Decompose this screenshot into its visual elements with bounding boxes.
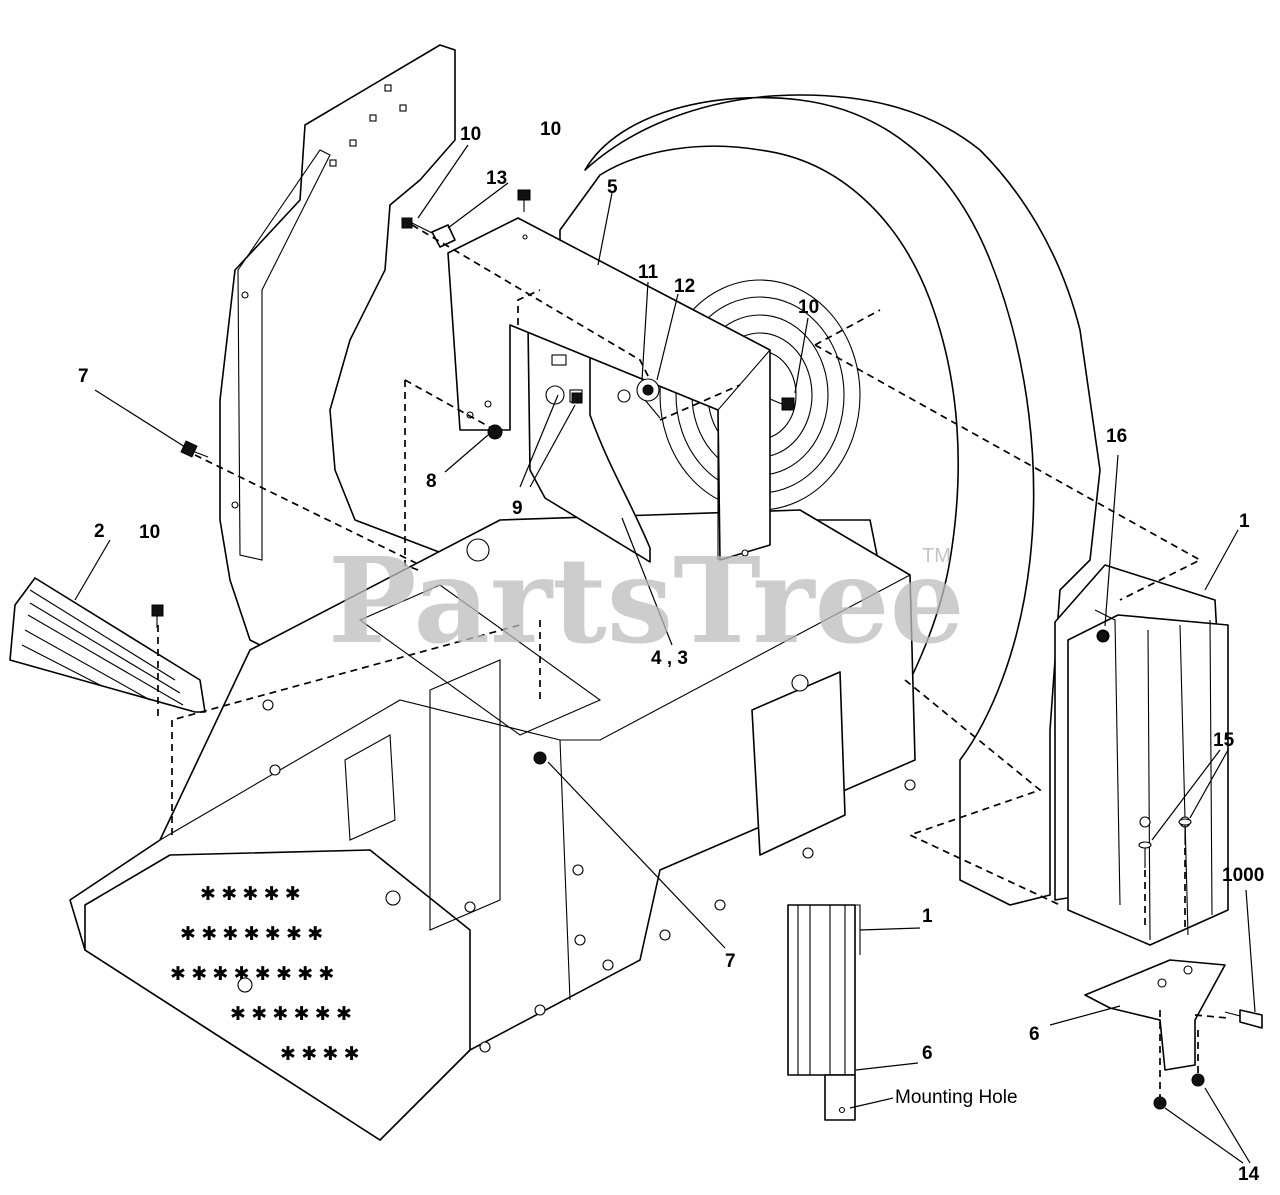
callouts: 10 10 13 5 11 12 10 7 8 9 16 1 2 10 4 , … <box>78 119 1264 1185</box>
part-14-nut-b <box>1191 1073 1205 1087</box>
callout-10-c: 10 <box>798 297 819 318</box>
callout-1-inset: 1 <box>922 906 933 927</box>
callout-15: 15 <box>1213 730 1235 751</box>
part-9-nut <box>571 392 583 404</box>
mounting-hole-label: Mounting Hole <box>895 1087 1018 1108</box>
svg-text:✱ ✱ ✱ ✱ ✱ ✱ ✱ ✱: ✱ ✱ ✱ ✱ ✱ ✱ ✱ ✱ <box>170 964 334 985</box>
part-10-bolt-d <box>151 604 164 628</box>
part-1000-bolt <box>1224 1009 1263 1029</box>
callout-10-d: 10 <box>139 522 160 543</box>
callout-7-left: 7 <box>78 366 89 387</box>
callout-5: 5 <box>607 177 618 198</box>
panel-holes <box>231 84 407 509</box>
svg-text:✱ ✱ ✱ ✱ ✱ ✱: ✱ ✱ ✱ ✱ ✱ ✱ <box>230 1004 352 1025</box>
part-6-plate <box>1084 959 1226 1071</box>
callout-11: 11 <box>638 262 659 283</box>
part-14-nut-a <box>1153 1096 1167 1110</box>
watermark-brand: PartsTree <box>328 531 965 670</box>
callout-9: 9 <box>512 498 523 519</box>
callout-13: 13 <box>486 168 507 189</box>
part-15-pins <box>1138 818 1192 868</box>
frame-bolts <box>262 699 916 1053</box>
callout-7-right: 7 <box>725 951 736 972</box>
foot-plate <box>84 849 471 1141</box>
part-2-grille-plate <box>9 577 206 713</box>
part-7-bolt-left <box>180 440 209 458</box>
part-16-bolt <box>1097 630 1109 642</box>
main-frame: ✱ ✱ ✱ ✱ ✱ ✱ ✱ ✱ ✱ ✱ ✱ ✱ ✱ ✱ ✱ ✱ ✱ ✱ ✱ ✱ … <box>69 509 916 1141</box>
callout-10-a: 10 <box>460 124 481 145</box>
callout-14: 14 <box>1238 1164 1260 1185</box>
foot-plate-pattern: ✱ ✱ ✱ ✱ ✱ ✱ ✱ ✱ ✱ ✱ ✱ ✱ ✱ ✱ ✱ ✱ ✱ ✱ ✱ ✱ … <box>170 884 360 1065</box>
assembly-lines <box>157 224 1229 1098</box>
callout-8: 8 <box>426 471 437 492</box>
part-10-bolt-c <box>769 397 795 411</box>
callout-6-inset: 6 <box>922 1043 933 1064</box>
part-7-nut <box>533 751 547 765</box>
callout-6-main: 6 <box>1029 1024 1040 1045</box>
part-13-clip <box>431 224 456 248</box>
part-11-washer <box>617 389 631 403</box>
callout-1000: 1000 <box>1222 865 1264 886</box>
inset-detail <box>787 904 861 1121</box>
part-5-bracket-box <box>447 217 771 561</box>
part-12-clamp <box>636 378 661 419</box>
svg-text:✱ ✱ ✱ ✱: ✱ ✱ ✱ ✱ <box>280 1044 360 1065</box>
callout-2: 2 <box>94 521 105 542</box>
hardware <box>151 189 1263 1110</box>
leader-lines <box>74 144 1256 1164</box>
access-cover <box>751 671 846 856</box>
part-1-chute-bracket <box>1054 564 1229 946</box>
callout-12: 12 <box>674 276 695 297</box>
part-10-bolt-a <box>401 217 433 234</box>
watermark-trademark: TM <box>922 545 951 567</box>
part-10-bolt-b <box>517 189 531 212</box>
svg-text:✱ ✱ ✱ ✱ ✱: ✱ ✱ ✱ ✱ ✱ <box>200 884 301 905</box>
callout-10-b: 10 <box>540 119 561 140</box>
svg-text:✱ ✱ ✱ ✱ ✱ ✱ ✱: ✱ ✱ ✱ ✱ ✱ ✱ ✱ <box>180 924 323 945</box>
callout-4-3: 4 , 3 <box>651 648 688 669</box>
callout-16: 16 <box>1106 426 1127 447</box>
callout-1: 1 <box>1239 511 1250 532</box>
